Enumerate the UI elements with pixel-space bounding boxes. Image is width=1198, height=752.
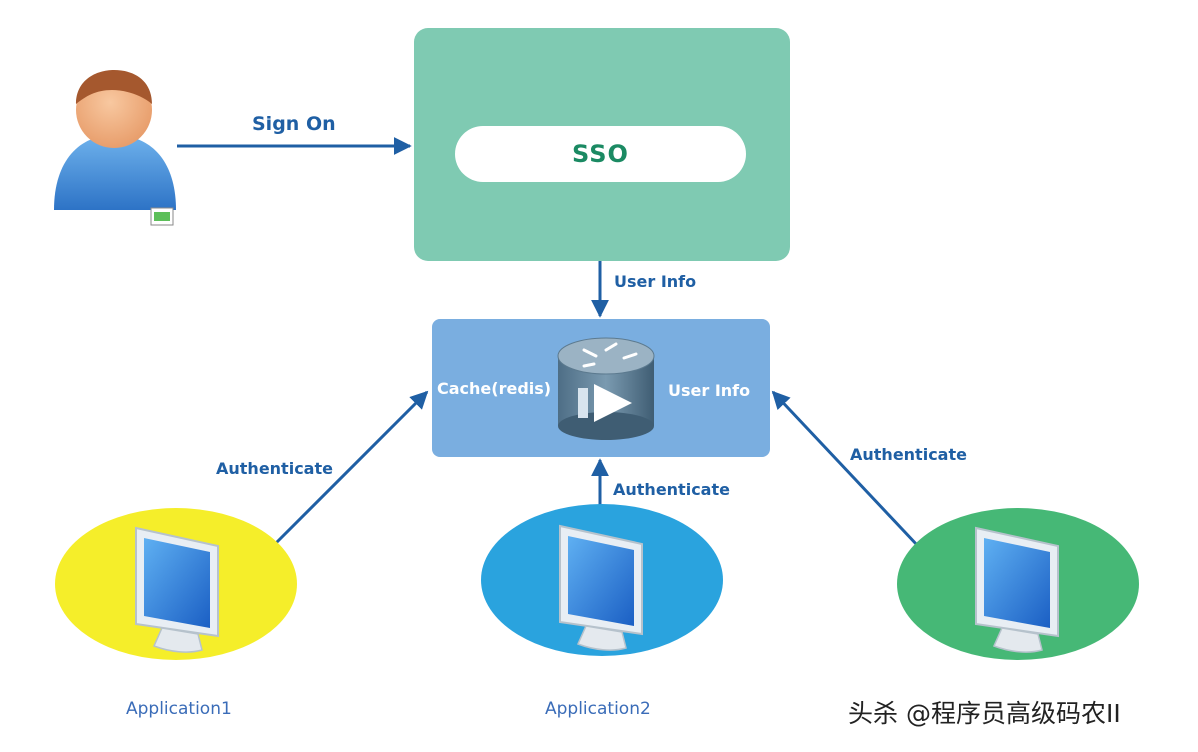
user-avatar-icon — [54, 70, 176, 226]
authenticate-right-arrow — [771, 390, 920, 548]
sign-on-label: Sign On — [252, 113, 336, 135]
router-cylinder-icon — [557, 337, 655, 440]
watermark-text: 头杀 @程序员高级码农II — [848, 699, 1121, 728]
authenticate-middle-label: Authenticate — [613, 480, 730, 499]
monitor-icon — [559, 524, 643, 651]
application2-label: Application2 — [545, 699, 651, 719]
authenticate-left-arrow — [273, 390, 429, 546]
authenticate-left-label: Authenticate — [216, 459, 333, 478]
application1-label: Application1 — [126, 699, 232, 719]
cache-user-info-label: User Info — [668, 381, 751, 400]
monitor-icon — [135, 526, 219, 653]
cache-redis-label: Cache(redis) — [437, 379, 552, 398]
user-info-label: User Info — [614, 272, 697, 291]
authenticate-right-label: Authenticate — [850, 445, 967, 464]
sso-label[interactable]: SSO — [455, 126, 746, 182]
monitor-icon — [975, 526, 1059, 653]
